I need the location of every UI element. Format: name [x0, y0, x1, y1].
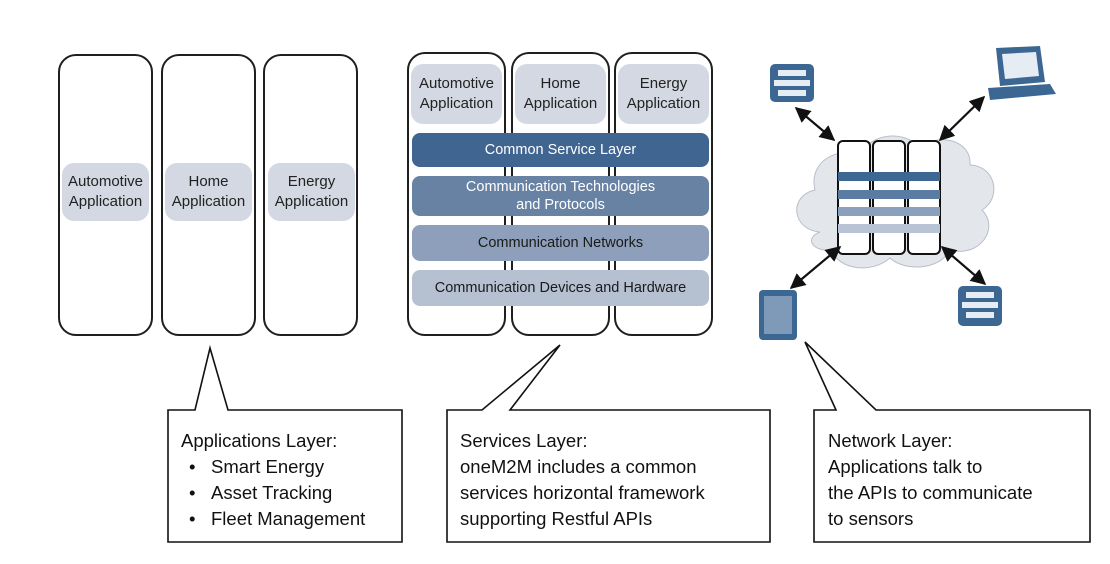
applications-callout-title: Applications Layer:: [181, 430, 338, 451]
services-callout-box: [446, 344, 771, 543]
communication-networks-band: Communication Networks: [412, 225, 709, 261]
list-item: •Fleet Management: [189, 508, 366, 529]
sensor-icon: [770, 64, 814, 102]
server-rack-icon: [837, 140, 941, 255]
connection-arrows: [789, 95, 987, 289]
network-callout-line: to sensors: [828, 508, 914, 529]
communication-devices-band: Communication Devices and Hardware: [412, 270, 709, 306]
applications-list: •Smart Energy •Asset Tracking •Fleet Man…: [181, 454, 396, 532]
arrow-rack-to-sensor: [940, 245, 987, 286]
app-pill-automotive: Automotive Application: [62, 163, 149, 221]
computer-icon: [988, 46, 1056, 100]
list-item: •Asset Tracking: [189, 482, 333, 503]
network-callout-text: Network Layer: Applications talk to the …: [828, 428, 1086, 532]
services-callout-line: oneM2M includes a common: [460, 456, 697, 477]
arrow-sensor-to-rack: [794, 107, 836, 141]
services-callout-title: Services Layer:: [460, 430, 588, 451]
services-callout-text: Services Layer: oneM2M includes a common…: [460, 428, 765, 532]
service-pill-home: Home Application: [515, 64, 606, 124]
applications-callout-box: [167, 344, 403, 543]
services-callout-line: services horizontal framework: [460, 482, 705, 503]
app-pill-energy: Energy Application: [268, 163, 355, 221]
service-pill-energy: Energy Application: [618, 64, 709, 124]
tablet-icon: [759, 290, 797, 340]
communication-technologies-band: Communication Technologies and Protocols: [412, 176, 709, 216]
services-callout-line: supporting Restful APIs: [460, 508, 653, 529]
network-callout-box: [804, 341, 1091, 543]
arrow-tablet-to-rack: [789, 246, 842, 289]
app-pill-home: Home Application: [165, 163, 252, 221]
common-service-layer-band: Common Service Layer: [412, 133, 709, 167]
network-callout-line: the APIs to communicate: [828, 482, 1033, 503]
list-item: •Smart Energy: [189, 456, 325, 477]
network-callout-line: Applications talk to: [828, 456, 983, 477]
applications-callout-text: Applications Layer: •Smart Energy •Asset…: [181, 428, 396, 532]
service-pill-automotive: Automotive Application: [411, 64, 502, 124]
network-callout-title: Network Layer:: [828, 430, 953, 451]
sensor-icon: [958, 286, 1002, 326]
arrow-rack-to-computer: [938, 95, 986, 142]
